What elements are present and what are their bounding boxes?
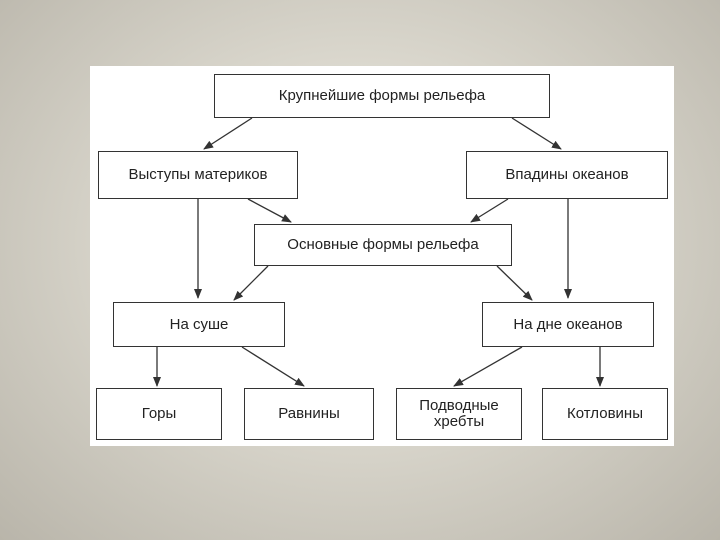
box-plains-label: Равнины bbox=[278, 405, 340, 423]
box-continents: Выступы материков bbox=[98, 151, 298, 199]
box-ocean-floor-label: На дне океанов bbox=[513, 315, 623, 333]
box-land: На суше bbox=[113, 302, 285, 347]
box-ridges-label-line1: Подводные bbox=[419, 397, 499, 415]
box-basins-label: Котловины bbox=[567, 405, 643, 423]
arrow-main-to-floor bbox=[496, 265, 533, 301]
arrow-land-to-plains bbox=[241, 346, 305, 387]
box-ridges-label-line2: хребты bbox=[433, 413, 485, 430]
box-land-label: На суше bbox=[169, 315, 229, 333]
arrow-root-to-oceans bbox=[511, 117, 562, 150]
box-root-label: Крупнейшие формы рельефа bbox=[278, 87, 486, 105]
connector-arrows bbox=[153, 117, 604, 387]
box-oceans: Впадины океанов bbox=[466, 151, 668, 199]
box-basins: Котловины bbox=[542, 388, 668, 440]
box-continents-label: Выступы материков bbox=[128, 166, 268, 184]
box-oceans-label: Впадины океанов bbox=[505, 166, 629, 184]
box-root: Крупнейшие формы рельефа bbox=[214, 74, 550, 118]
box-plains: Равнины bbox=[244, 388, 374, 440]
diagram-panel: Крупнейшие формы рельефа Выступы материк… bbox=[90, 66, 674, 446]
box-main-forms: Основные формы рельефа bbox=[254, 224, 512, 266]
box-main-forms-label: Основные формы рельефа bbox=[287, 236, 479, 254]
box-mountains-label: Горы bbox=[141, 405, 177, 423]
arrow-continents-to-main bbox=[247, 198, 292, 223]
box-mountains: Горы bbox=[96, 388, 222, 440]
arrow-floor-to-ridges bbox=[453, 346, 523, 387]
box-underwater-ridges: Подводные хребты bbox=[396, 388, 522, 440]
box-ocean-floor: На дне океанов bbox=[482, 302, 654, 347]
arrow-root-to-continents bbox=[203, 117, 253, 150]
arrow-oceans-to-main bbox=[470, 198, 509, 223]
arrow-main-to-land bbox=[233, 265, 269, 301]
